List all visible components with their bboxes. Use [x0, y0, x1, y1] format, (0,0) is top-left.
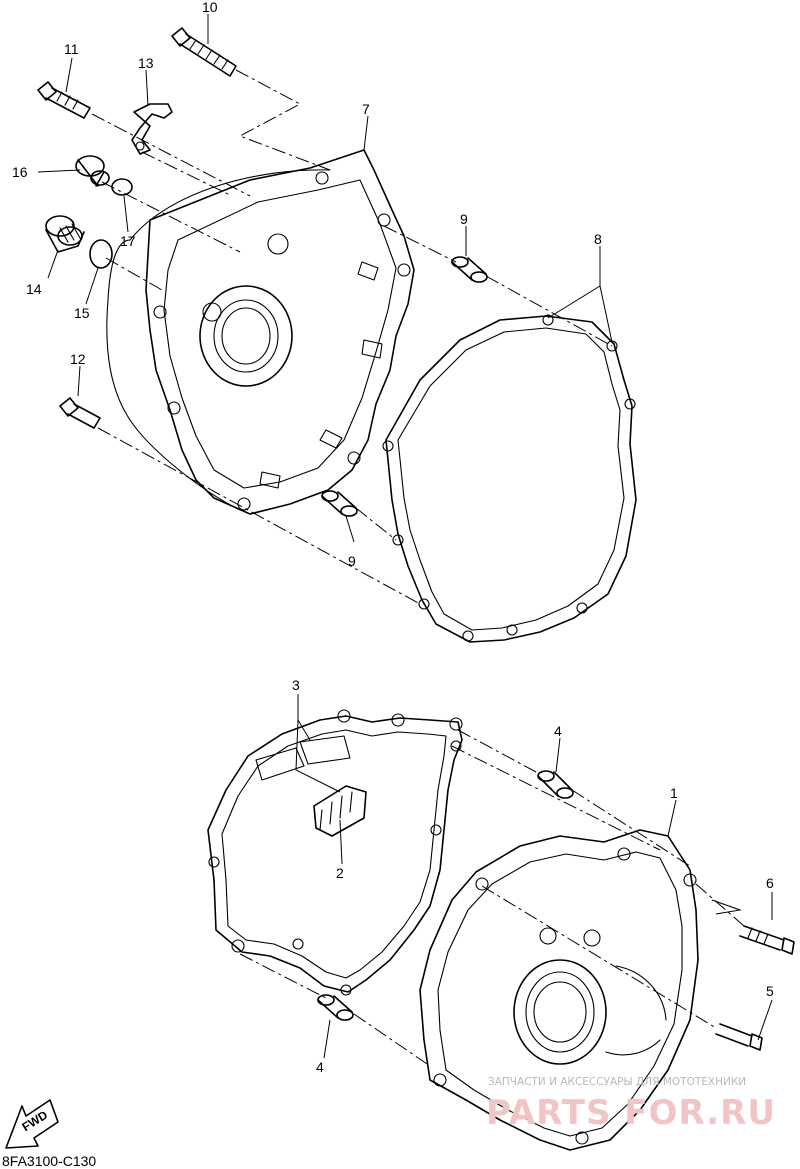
diagram-code: 8FA3100-C130 — [2, 1153, 96, 1169]
bolt-part-12 — [59, 397, 101, 429]
seal-part-2 — [313, 785, 367, 837]
callout-4-lower: 4 — [316, 1059, 324, 1075]
bolt-part-10 — [171, 27, 237, 77]
watermark-brand: PARTS FOR.RU — [486, 1093, 776, 1133]
callout-2: 2 — [336, 865, 344, 881]
plug-part-14 — [45, 215, 85, 253]
callout-15: 15 — [74, 305, 90, 321]
callout-1: 1 — [670, 785, 678, 801]
callout-3: 3 — [292, 677, 300, 693]
watermark: ЗАПЧАСТИ И АКСЕССУАРЫ ДЛЯ МОТОТЕХНИКИ PA… — [486, 1076, 776, 1133]
callout-8: 8 — [594, 231, 602, 247]
o-ring-part-15 — [89, 239, 113, 269]
callout-7: 7 — [362, 101, 370, 117]
fwd-arrow-icon: FWD — [5, 1099, 59, 1149]
callout-10: 10 — [202, 0, 218, 15]
callout-17: 17 — [120, 233, 136, 249]
dowel-part-9-upper — [451, 256, 488, 283]
watermark-subtitle: ЗАПЧАСТИ И АКСЕССУАРЫ ДЛЯ МОТОТЕХНИКИ — [488, 1076, 746, 1088]
callout-9-upper: 9 — [460, 211, 468, 227]
crankcase-cover-part-7 — [106, 149, 415, 515]
dowel-part-4-upper — [537, 770, 574, 799]
dowel-part-4-lower — [317, 994, 354, 1021]
bolt-part-5 — [715, 1023, 763, 1051]
dowel-part-9-lower — [321, 490, 358, 517]
callout-5: 5 — [766, 983, 774, 999]
callout-6: 6 — [766, 875, 774, 891]
o-ring-part-17 — [111, 178, 133, 196]
callout-12: 12 — [70, 351, 86, 367]
callout-4-upper: 4 — [554, 723, 562, 739]
callout-11: 11 — [64, 41, 79, 57]
gasket-part-8 — [382, 314, 637, 643]
callout-16: 16 — [12, 164, 28, 180]
crankcase-cover-part-1 — [419, 829, 699, 1151]
bracket-part-13 — [131, 103, 173, 155]
callout-9-lower: 9 — [348, 553, 356, 569]
callout-13: 13 — [138, 55, 154, 71]
callout-14: 14 — [26, 281, 42, 297]
gasket-part-3 — [207, 709, 463, 996]
bolt-part-11 — [37, 81, 91, 119]
plug-part-16 — [75, 155, 110, 187]
bolt-part-6 — [739, 925, 795, 955]
